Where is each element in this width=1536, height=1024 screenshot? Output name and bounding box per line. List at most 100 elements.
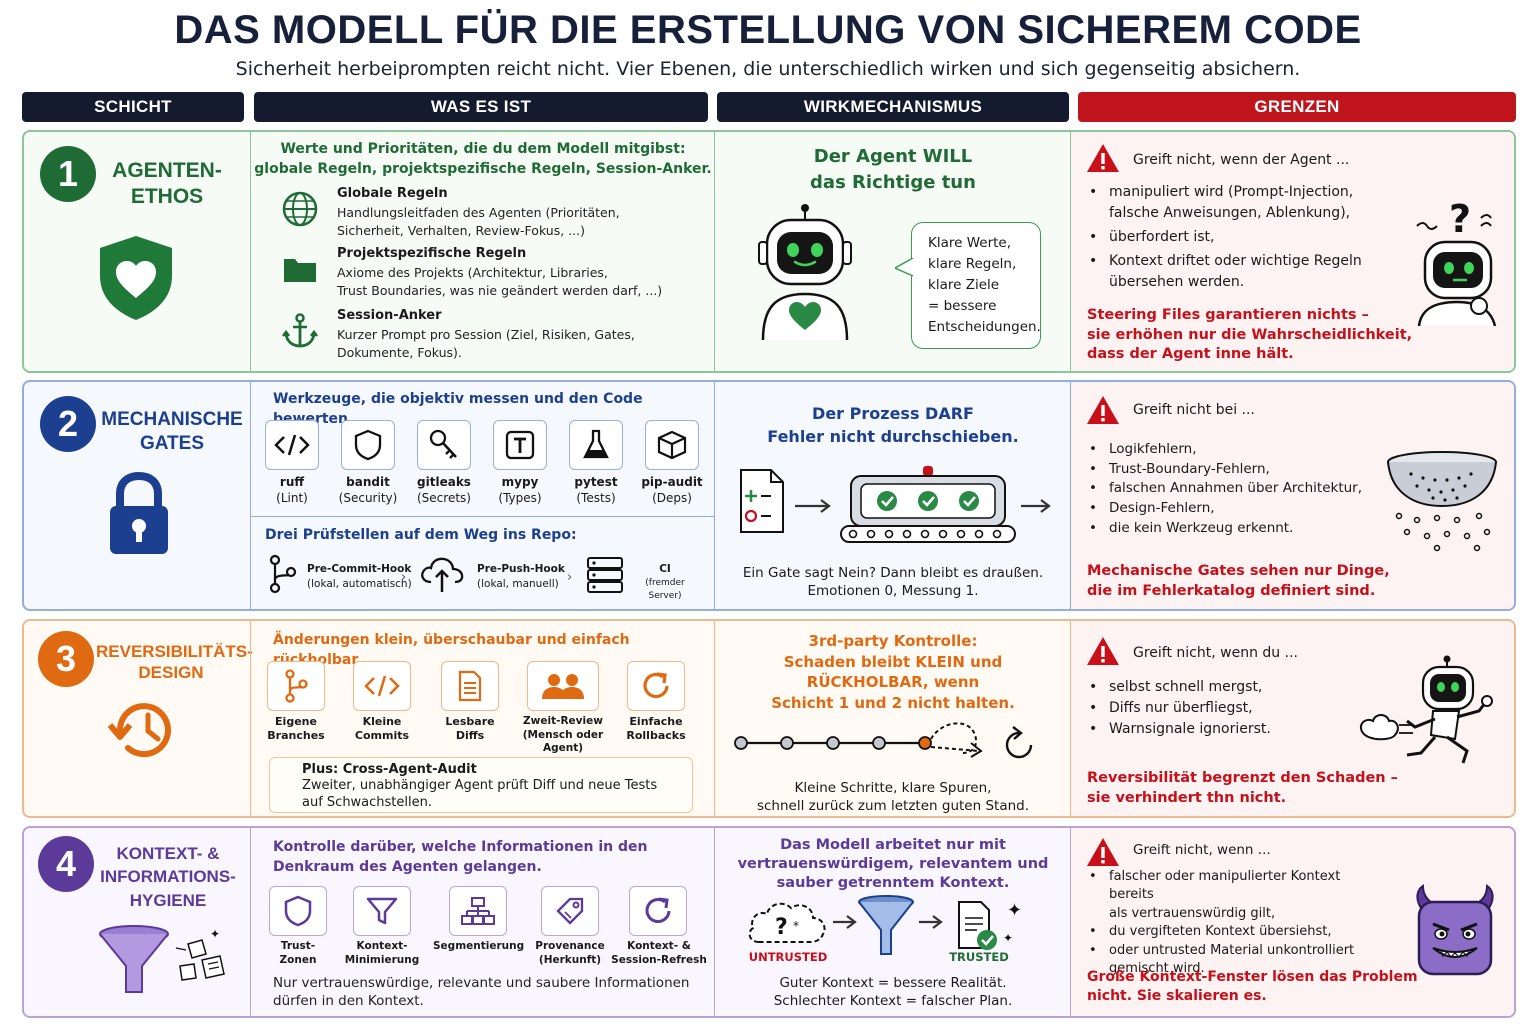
svg-text:*: * <box>793 919 799 933</box>
step-label: Kontext- & Session-Refresh <box>611 940 707 966</box>
layer-3-mechanism: 3rd-party Kontrolle: Schaden bleibt KLEI… <box>771 632 1015 713</box>
tool-ruff-label: ruff(Lint) <box>254 474 330 506</box>
tool-gitleaks-label: gitleaks(Secrets) <box>406 474 482 506</box>
type-icon <box>505 430 535 460</box>
header-layer: SCHICHT <box>22 92 244 122</box>
rule-desc-session: Kurzer Prompt pro Session (Ziel, Risiken… <box>337 327 635 360</box>
layer-3-limits-cell: Greift nicht, wenn du ... selbst schnell… <box>1070 621 1514 816</box>
list-item: Trust-Boundary-Fehlern, <box>1089 460 1389 480</box>
step-label: Eigene Branches <box>267 715 325 743</box>
tool-sub: (Tests) <box>576 491 616 506</box>
tool-gitleaks <box>417 420 471 470</box>
tool-pip-audit-label: pip-audit(Deps) <box>634 474 710 506</box>
tag-icon <box>556 897 584 925</box>
warning-icon <box>1087 637 1119 665</box>
people-icon <box>542 674 584 699</box>
commit-timeline-icon <box>734 722 1033 759</box>
layer-3-number: 3 <box>38 631 94 687</box>
rule-desc-global: Handlungsleitfaden des Agenten (Prioritä… <box>337 205 620 238</box>
divider <box>251 516 715 517</box>
layer-1-mechanism-cell: Der Agent WILL das Richtige tun Klare We… <box>714 132 1070 371</box>
layer-1-mechanism: Der Agent WILL das Richtige tun <box>810 146 976 194</box>
layer-2-limits-cell: Greift nicht bei ... Logikfehlern, Trust… <box>1070 382 1514 609</box>
audit-box: Plus: Cross-Agent-Audit Zweiter, unabhän… <box>269 757 693 813</box>
layer-4-mechanism-cell: Das Modell arbeitet nur mit vertrauenswü… <box>714 828 1070 1016</box>
layer-4-limits-cell: Greift nicht, wenn ... falscher oder man… <box>1070 828 1514 1016</box>
list-item: Warnsignale ignorierst. <box>1089 719 1369 740</box>
layer-2-caption: Ein Gate sagt Nein? Dann bleibt es drauß… <box>742 565 1044 600</box>
speech-bubble: Klare Werte, klare Regeln, klare Ziele =… <box>911 222 1041 349</box>
code-icon <box>364 675 400 697</box>
tool-mypy-label: mypy (Types) <box>482 474 558 506</box>
confused-robot-icon: ? <box>1416 198 1497 327</box>
tool-bandit <box>341 420 395 470</box>
layer-1-limits-foot: Steering Files garantieren nichts – sie … <box>1087 307 1413 363</box>
layer-4-footer: Nur vertrauenswürdige, relevante und sau… <box>273 975 690 1010</box>
rule-desc-project: Axiome des Projekts (Architektur, Librar… <box>337 265 663 298</box>
arrow-icon: › <box>567 570 573 585</box>
list-item: Logikfehlern, <box>1089 440 1389 460</box>
header-mechanism: WIRKMECHANISMUS <box>717 92 1069 122</box>
layer-1-limits-lead: Greift nicht, wenn der Agent ... <box>1133 152 1350 168</box>
layer-2-intro: Werkzeuge, die objektiv messen und den C… <box>273 391 643 427</box>
layer-1-name-cell: 1 AGENTEN- ETHOS <box>24 132 250 371</box>
step-diffs <box>441 661 499 711</box>
gate-machine-icon <box>740 466 1051 543</box>
layer-2-number: 2 <box>40 396 96 452</box>
history-icon <box>107 703 171 758</box>
warning-icon <box>1087 838 1119 866</box>
step-provenance <box>541 886 599 936</box>
layer-2-mechanism-cell: Der Prozess DARF Fehler nicht durchschie… <box>714 382 1070 609</box>
tool-name: bandit <box>346 475 390 489</box>
step-label: Segmentierung <box>433 940 525 952</box>
tool-sub: (Types) <box>498 491 542 506</box>
layer-3-name-cell: 3 REVERSIBILITÄTS- DESIGN <box>24 621 253 816</box>
layer-1-number: 1 <box>40 146 96 202</box>
layer-3-limits-list: selbst schnell mergst, Diffs nur überfli… <box>1089 677 1369 740</box>
layer-2-limits-lead: Greift nicht bei ... <box>1133 402 1255 418</box>
devil-icon <box>1416 884 1494 976</box>
list-item: selbst schnell mergst, <box>1089 677 1369 698</box>
step-label: Kleine Commits <box>354 715 410 743</box>
checkpoint-sub: (lokal, automatisch) <box>307 578 412 591</box>
arrow-icon <box>919 915 943 929</box>
speech-tail <box>895 258 915 277</box>
tool-name: mypy <box>501 475 539 489</box>
arrow-icon: › <box>401 570 407 585</box>
checkpoint-ci: CI (fremder Server) <box>629 562 701 603</box>
checkpoint-name: Pre-Push-Hook <box>477 563 565 575</box>
tool-pytest <box>569 420 623 470</box>
layer-4-intro: Kontrolle darüber, welche Informationen … <box>273 839 648 875</box>
svg-text:?: ? <box>775 915 788 940</box>
checkpoint-name: Pre-Commit-Hook <box>307 563 412 575</box>
svg-text:✦: ✦ <box>1007 900 1022 921</box>
layer-2-mechanism: Der Prozess DARF Fehler nicht durchschie… <box>767 404 1019 447</box>
layer-row-1: 1 AGENTEN- ETHOS Werte und Prioritäten, … <box>22 130 1516 373</box>
list-item: du vergifteten Kontext übersiehst, <box>1089 923 1389 942</box>
list-item: falschen Annahmen über Architektur, <box>1089 479 1389 499</box>
robot-heart-icon <box>758 204 852 341</box>
step-rollbacks <box>627 661 685 711</box>
hierarchy-icon <box>461 897 495 925</box>
layer-3-limits-lead: Greift nicht, wenn du ... <box>1133 645 1298 661</box>
rule-item-session: Session-Anker Kurzer Prompt pro Session … <box>281 308 701 364</box>
cloud-upload-icon <box>421 557 464 592</box>
layer-1-limits-cell: Greift nicht, wenn der Agent ... manipul… <box>1070 132 1514 371</box>
untrusted-label: UNTRUSTED <box>748 950 828 964</box>
layer-3-intro: Änderungen klein, überschaubar und einfa… <box>273 632 630 668</box>
tool-name: gitleaks <box>417 475 471 489</box>
step-commits <box>353 661 411 711</box>
layer-row-4: 4 KONTEXT- & INFORMATIONS- HYGIENE ✦ Kon… <box>22 826 1516 1018</box>
layer-4-what-cell: Kontrolle darüber, welche Informationen … <box>250 828 714 1016</box>
document-icon <box>458 670 482 702</box>
arrow-icon <box>833 915 857 929</box>
anchor-icon <box>282 313 318 348</box>
folder-icon <box>284 259 316 282</box>
layer-4-caption: Guter Kontext = bessere Realität. Schlec… <box>773 975 1013 1010</box>
page-title: DAS MODELL FÜR DIE ERSTELLUNG VON SICHER… <box>174 8 1362 52</box>
step-label: Einfache Rollbacks <box>626 715 686 743</box>
checkpoint-sub: (fremder Server) <box>645 578 685 602</box>
svg-text:✦: ✦ <box>210 927 220 941</box>
rule-item-global: Globale Regeln Handlungsleitfaden des Ag… <box>281 186 701 242</box>
tool-sub: (Deps) <box>652 491 692 506</box>
